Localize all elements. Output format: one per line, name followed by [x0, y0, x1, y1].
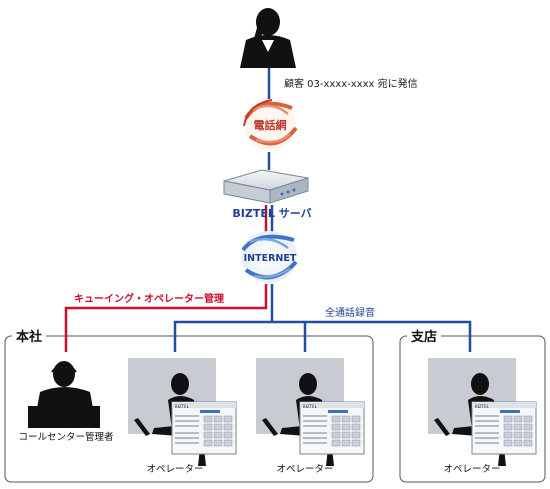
operator-1-label: オペレーター	[146, 464, 203, 475]
manager-label: コールセンター管理者	[18, 431, 113, 443]
operator-2-screen	[299, 401, 365, 455]
caller-label: 顧客 03-xxxx-xxxx 宛に発信	[284, 77, 418, 90]
operator-1-screen-brand: BIZTEL	[175, 404, 190, 409]
branch-operator-screen	[471, 401, 537, 455]
internet-icon	[241, 231, 298, 283]
operator-station-branch: BIZTEL	[428, 358, 537, 466]
operator-2-label: オペレーター	[276, 464, 333, 475]
server-label: BIZTEL サーバ	[232, 207, 311, 220]
head-office-title-bg	[12, 328, 46, 344]
internet-label: INTERNET	[244, 253, 297, 264]
branch-operator-label: オペレーター	[443, 464, 500, 475]
telephone-network-icon	[243, 99, 298, 151]
branch-office-title: 支店	[410, 329, 437, 345]
call-center-manager-icon	[28, 361, 100, 428]
head-office-title: 本社	[16, 329, 42, 345]
branch-operator-screen-brand: BIZTEL	[475, 404, 490, 409]
queuing-management-line	[64, 284, 268, 352]
operator-station-1: BIZTEL	[128, 358, 237, 466]
biztel-server-icon	[223, 169, 309, 204]
queuing-management-label: キューイング・オペレーター管理	[74, 292, 224, 305]
branch-title-bg	[407, 328, 441, 344]
operator-2-screen-brand: BIZTEL	[303, 404, 318, 409]
operator-1-screen	[171, 401, 237, 455]
recording-label: 全通話録音	[325, 306, 375, 319]
telephone-network-label: 電話網	[254, 118, 287, 132]
customer-caller-icon	[240, 8, 296, 68]
operator-station-2: BIZTEL	[256, 358, 365, 466]
